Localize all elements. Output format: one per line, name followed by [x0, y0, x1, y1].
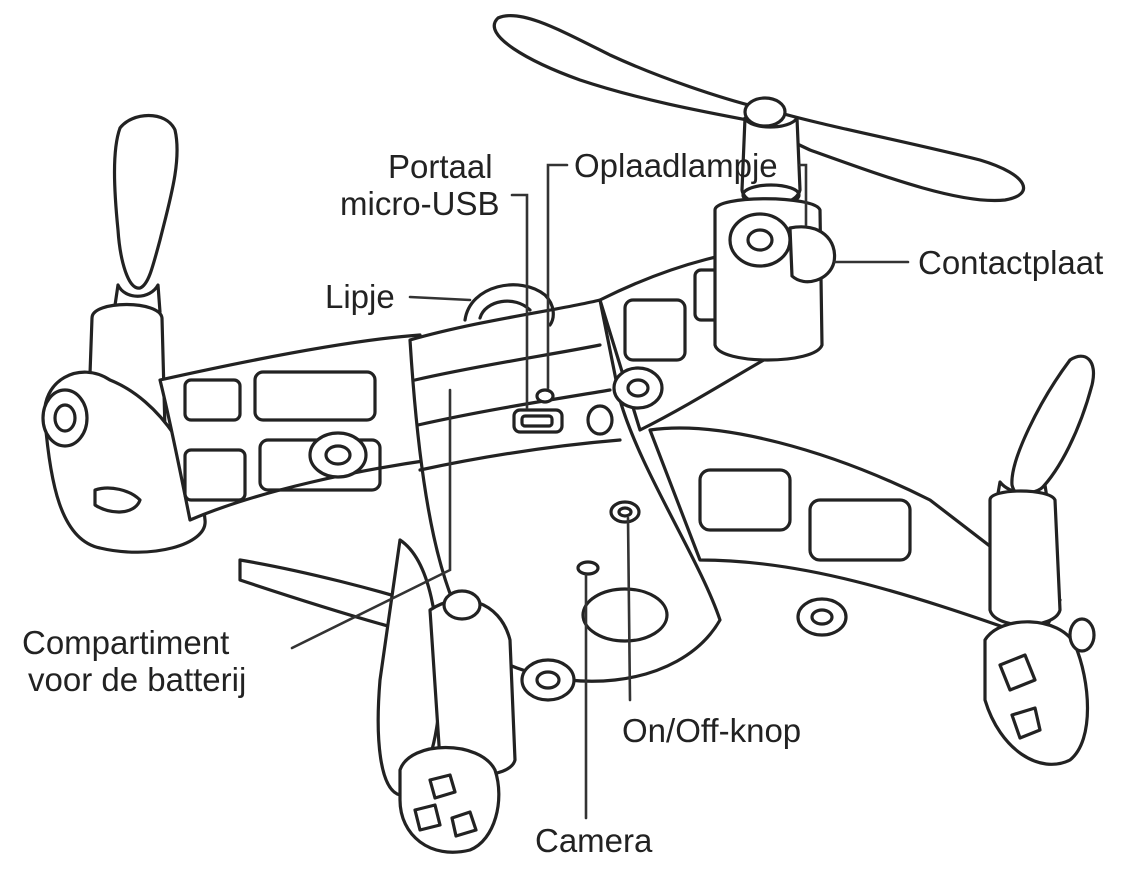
propeller-top-left	[112, 114, 179, 322]
label-on-off-knop: On/Off-knop	[622, 712, 802, 749]
label-micro-usb: micro-USB	[340, 185, 500, 222]
label-voor-de-batterij: voor de batterij	[28, 661, 247, 698]
label-camera: Camera	[535, 822, 653, 859]
leader-lipje	[408, 295, 472, 302]
motor-pod-bottom	[238, 538, 517, 854]
propeller-top-right	[492, 13, 1025, 207]
leader-on-off	[626, 516, 632, 702]
leader-oplaadlampje-right	[798, 163, 808, 227]
drone-body	[158, 197, 1062, 702]
leader-oplaadlampje	[546, 163, 569, 390]
motor-pod-left	[41, 303, 207, 554]
label-oplaadlampje: Oplaadlampje	[574, 147, 778, 184]
leader-compartiment	[290, 388, 452, 650]
motor-pod-right	[983, 489, 1096, 766]
leader-lines	[290, 163, 910, 820]
label-compartiment: Compartiment	[22, 624, 230, 661]
label-lipje: Lipje	[325, 278, 395, 315]
leader-usb	[510, 193, 529, 410]
label-portaal: Portaal	[388, 148, 493, 185]
label-contactplaat: Contactplaat	[918, 244, 1104, 281]
